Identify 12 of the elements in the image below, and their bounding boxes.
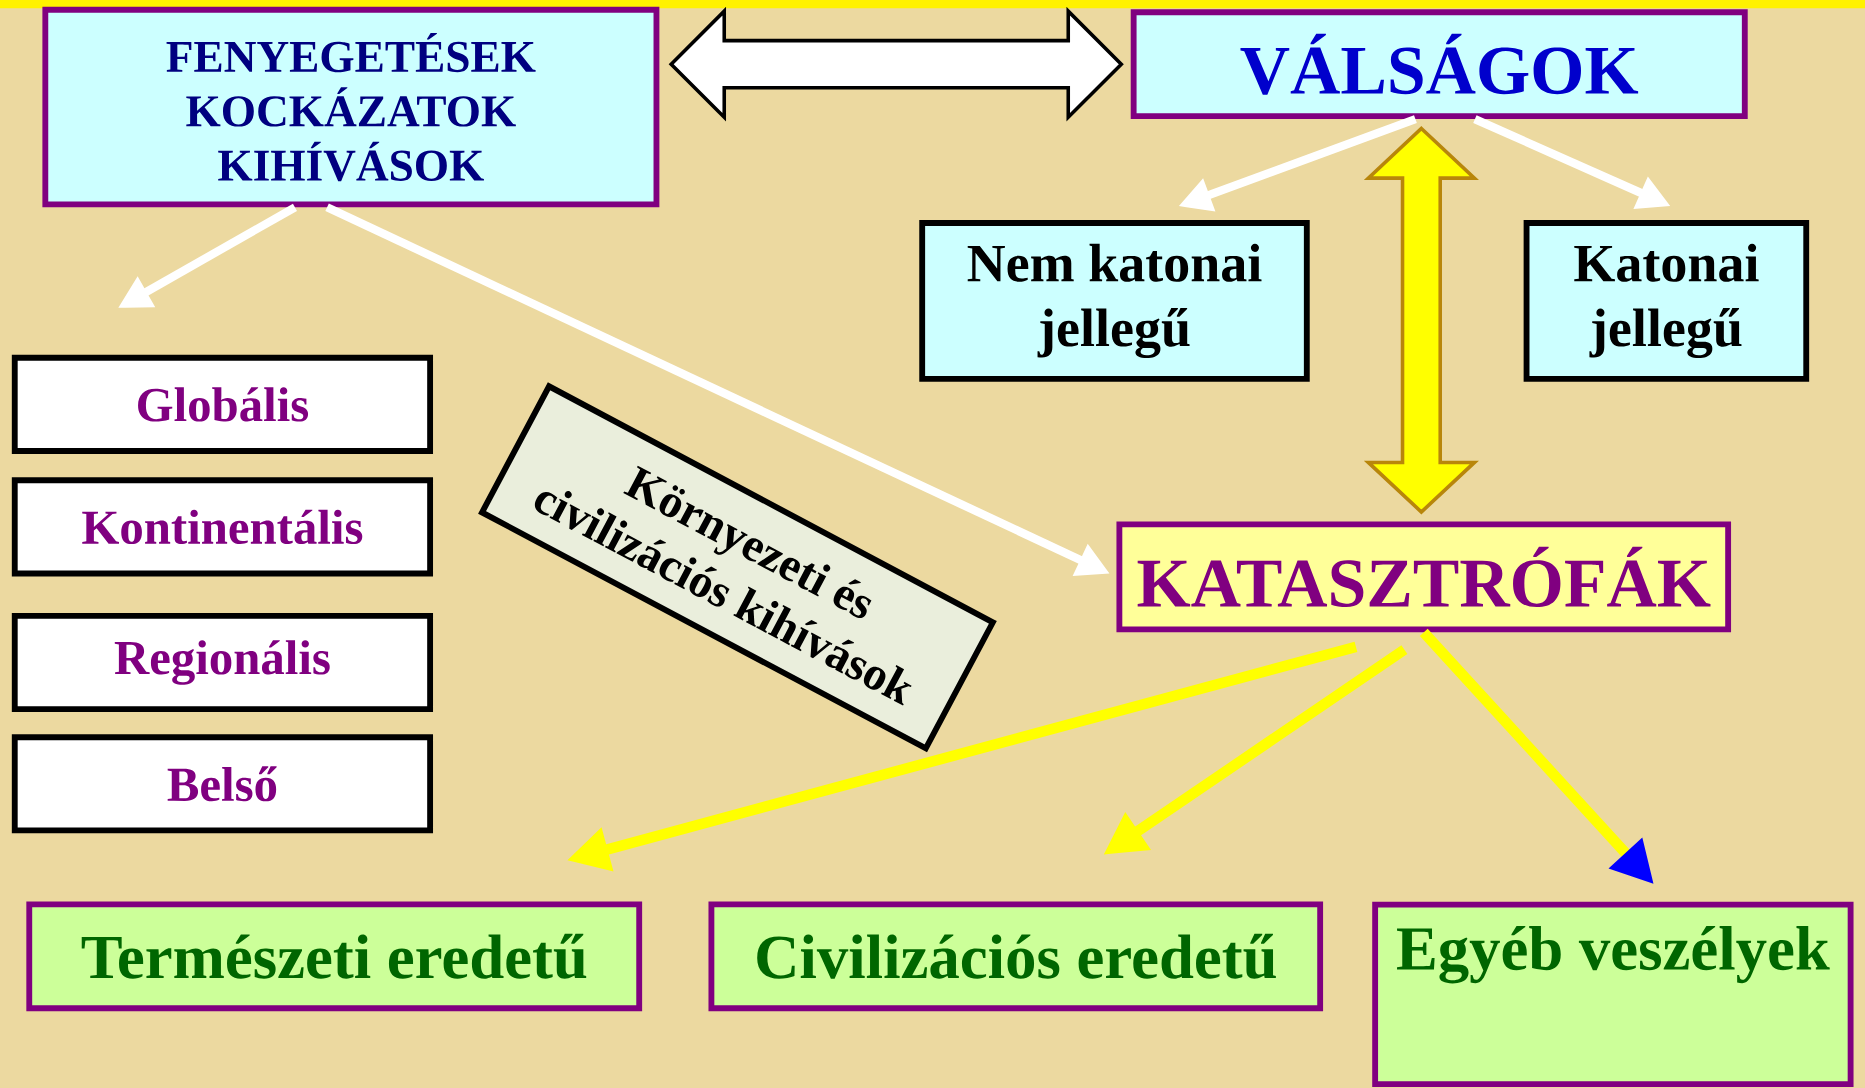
heading-box: FENYEGETÉSEK KOCKÁZATOK KIHÍVÁSOK bbox=[42, 6, 660, 208]
category-box: Civilizációs eredetű bbox=[708, 901, 1324, 1012]
category-box: Egyéb veszélyek bbox=[1372, 901, 1854, 1087]
category-box: Természeti eredetű bbox=[26, 901, 643, 1012]
category-box: Nem katonai jellegű bbox=[919, 219, 1310, 382]
level-box: Kontinentális bbox=[11, 477, 434, 577]
heading-box: KATASZTRÓFÁK bbox=[1116, 521, 1732, 633]
category-box: Katonai jellegű bbox=[1523, 219, 1810, 382]
heading-box: VÁLSÁGOK bbox=[1130, 9, 1748, 119]
level-box: Belső bbox=[11, 734, 434, 834]
level-box: Globális bbox=[11, 354, 434, 454]
level-box: Regionális bbox=[11, 612, 434, 712]
